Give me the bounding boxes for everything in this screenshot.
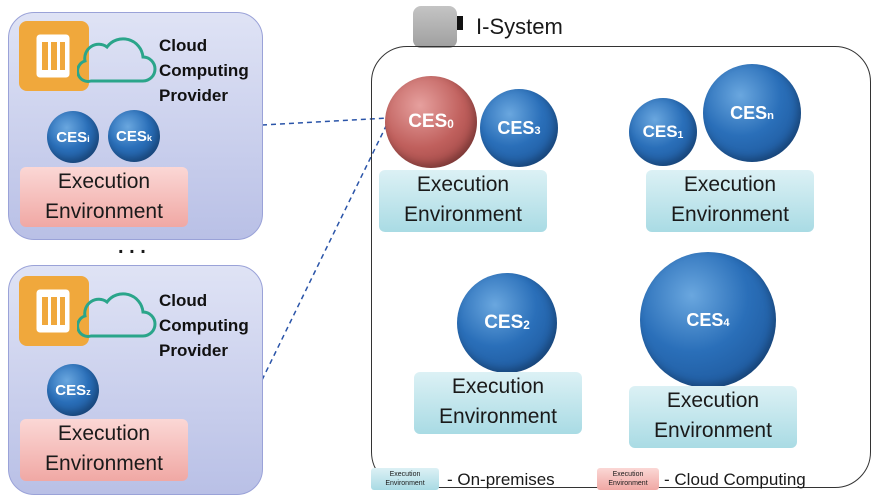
server-icon [19, 276, 89, 346]
execution-environment-on-premises: Execution Environment [379, 170, 547, 232]
connector-provider-2 [261, 121, 389, 381]
legend-cloud-swatch: Execution Environment [597, 468, 659, 490]
isystem-icon-tab [457, 16, 463, 30]
provider-label: Cloud Computing Provider [159, 36, 249, 105]
legend-on-premises-swatch: Execution Environment [371, 468, 439, 490]
execution-environment-on-premises: Execution Environment [646, 170, 814, 232]
execution-environment-on-premises: Execution Environment [414, 372, 582, 434]
isystem-icon [413, 6, 457, 48]
provider-label: Cloud Computing Provider [159, 291, 249, 360]
connector-provider-1 [261, 117, 389, 126]
isystem-title: I-System [476, 14, 563, 39]
execution-environment-on-premises: Execution Environment [629, 386, 797, 448]
execution-environment-cloud: Execution Environment [20, 167, 188, 227]
cloud-icon [77, 292, 157, 338]
legend-cloud-label: - Cloud Computing [664, 470, 806, 489]
execution-environment-cloud: Execution Environment [20, 419, 188, 481]
legend-on-premises-label: - On-premises [447, 470, 555, 489]
ellipsis: . . . [118, 236, 146, 258]
server-icon [19, 21, 89, 91]
cloud-icon [77, 37, 157, 83]
